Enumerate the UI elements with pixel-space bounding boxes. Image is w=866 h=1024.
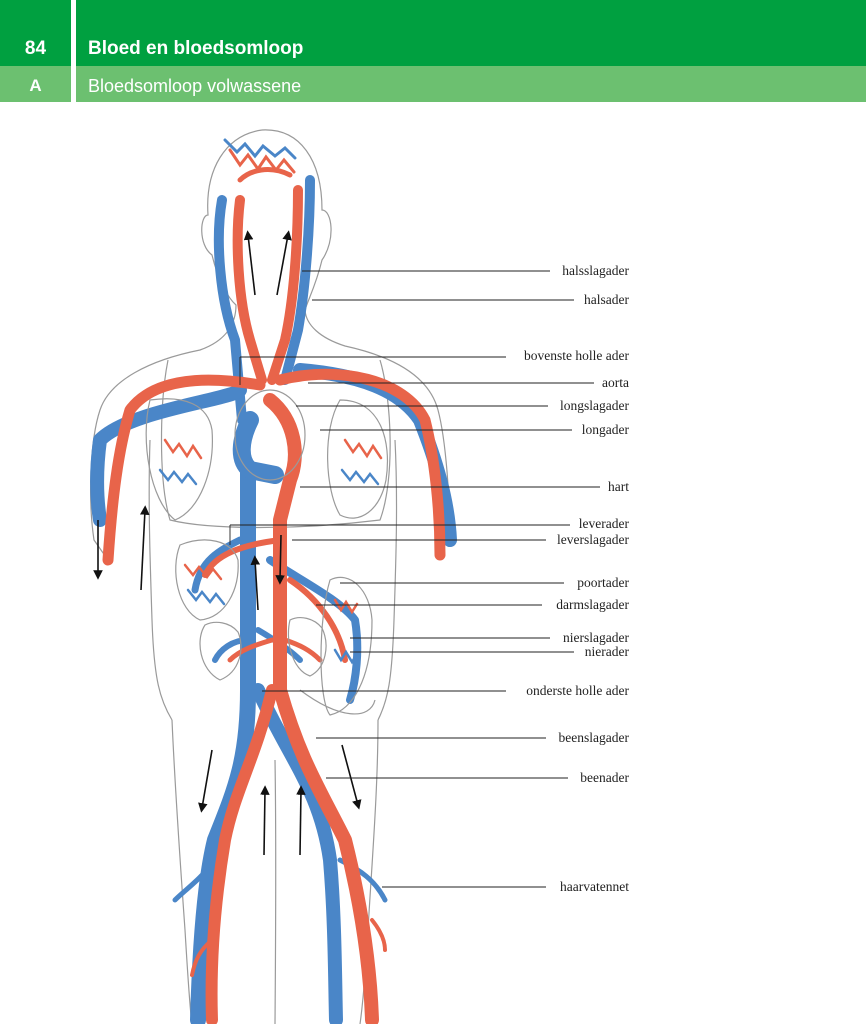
label-beenader: beenader (580, 770, 629, 785)
body-outline (90, 129, 451, 1024)
label-aorta: aorta (602, 375, 629, 390)
section-header-bar (0, 66, 866, 102)
label-leverslagader: leverslagader (557, 532, 629, 547)
labels: halsslagader halsader bovenste holle ade… (524, 263, 629, 894)
section-letter: A (29, 76, 42, 95)
label-longslagader: longslagader (560, 398, 629, 413)
label-nierslagader: nierslagader (563, 630, 629, 645)
section-title: Bloedsomloop volwassene (88, 76, 302, 96)
label-poortader: poortader (577, 575, 629, 590)
label-halsslagader: halsslagader (562, 263, 629, 278)
label-onderste-holle-ader: onderste holle ader (526, 683, 629, 698)
label-haarvatennet: haarvatennet (560, 879, 629, 894)
label-lines (229, 270, 600, 888)
label-nierader: nierader (585, 644, 630, 659)
label-longader: longader (582, 422, 630, 437)
organs (145, 389, 389, 716)
arteries (102, 167, 446, 1024)
label-darmslagader: darmslagader (556, 597, 629, 612)
page-number: 84 (24, 38, 47, 59)
chapter-title: Bloed en bloedsomloop (88, 38, 304, 59)
capillary-networks (158, 138, 383, 665)
label-leverader: leverader (579, 516, 630, 531)
header-divider (71, 0, 76, 102)
label-beenslagader: beenslagader (559, 730, 630, 745)
flow-arrows (93, 230, 362, 856)
label-bovenste-holle-ader: bovenste holle ader (524, 348, 629, 363)
label-hart: hart (608, 479, 629, 494)
label-halsader: halsader (584, 292, 629, 307)
chapter-header-bar (0, 0, 866, 66)
